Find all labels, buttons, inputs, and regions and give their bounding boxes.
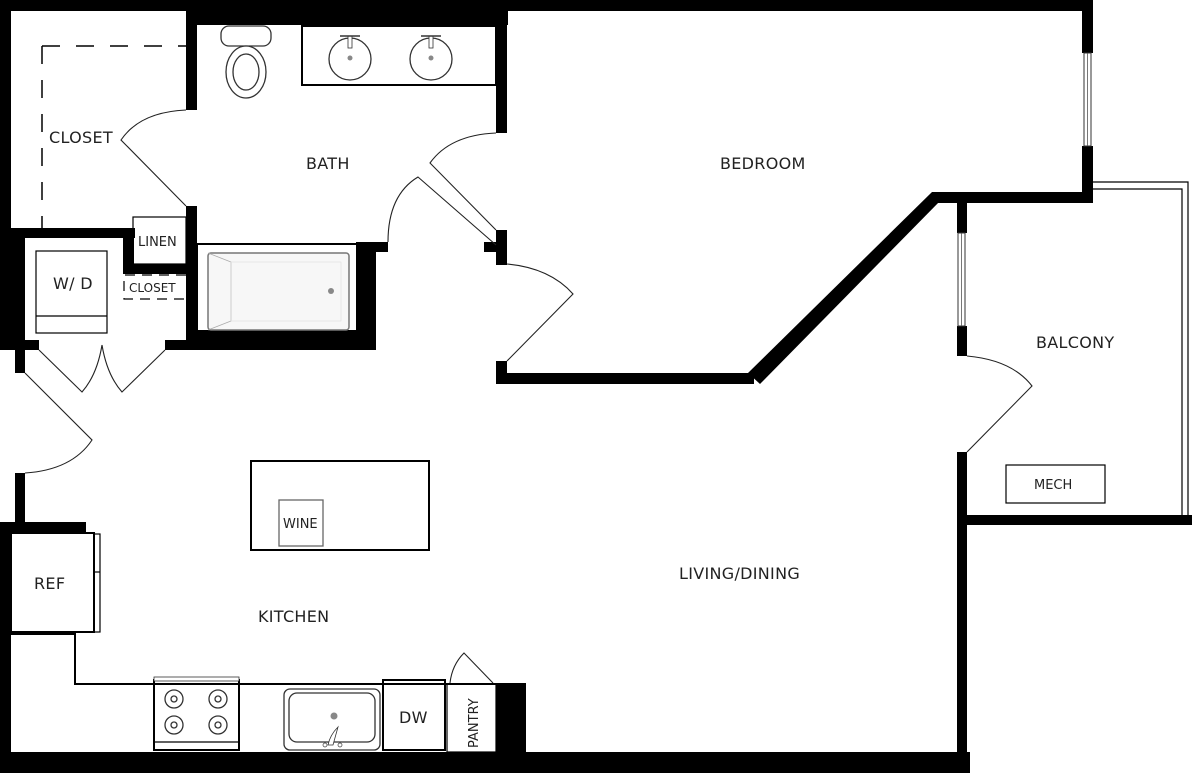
fixture-label-wine: WINE (283, 517, 318, 532)
wall-laundry-bottom-left (15, 340, 39, 350)
dishwasher (382, 679, 446, 751)
wall-pantry-block (496, 683, 526, 773)
wall-linen-bottom (123, 264, 197, 274)
closet-shelf-lines (41, 45, 186, 228)
wall-bedroom-diagonal (748, 192, 941, 384)
wall-kitchen-top-stub (0, 522, 86, 532)
wine-cooler (278, 499, 324, 547)
balcony-railing (1093, 181, 1189, 515)
wall-left-kitchen (0, 522, 11, 773)
wall-closet-bottom (0, 228, 135, 238)
bath-fixtures (196, 25, 497, 339)
wall-bedroom-right-upper (1082, 0, 1093, 53)
fixture-label-refrigerator: REF (34, 574, 65, 593)
vanity-counter (301, 25, 497, 86)
room-label-closet: CLOSET (49, 128, 113, 147)
wall-bedroom-bottom (496, 373, 754, 384)
wall-bedroom-lower-right (932, 192, 1092, 203)
wall-tub-bottom (186, 330, 376, 350)
fixture-label-mech: MECH (1034, 478, 1072, 493)
wall-left-stub (15, 345, 25, 373)
wall-closet-bath-upper (186, 0, 197, 110)
door-bedroom[interactable] (506, 263, 574, 362)
room-label-kitchen: KITCHEN (258, 607, 329, 626)
bathtub-frame (196, 243, 360, 339)
kitchen-sink-drain (330, 712, 338, 720)
wall-bath-bedroom-jog (484, 242, 507, 252)
laundry-fixtures (35, 216, 187, 334)
mech-box (1005, 464, 1106, 504)
faucet-icon (327, 725, 339, 746)
room-label-bedroom: BEDROOM (720, 154, 806, 173)
door-entry[interactable] (24, 372, 93, 474)
door-laundry-left[interactable] (38, 344, 103, 393)
wall-bath-bedroom-upper (496, 0, 507, 133)
sink-right-drain (428, 55, 434, 61)
small-closet-box (123, 274, 186, 300)
wall-balcony-left-mid (957, 326, 967, 356)
wall-living-right (957, 452, 967, 773)
linen-box (132, 216, 187, 265)
wall-left-laundry (0, 228, 25, 350)
wall-left-upper (0, 0, 11, 350)
wall-balcony-bottom (957, 515, 1192, 525)
wall-balcony-left-top (957, 200, 967, 233)
pantry-box (446, 683, 497, 753)
fixture-label-washer-dryer: W/ D (53, 274, 93, 293)
wall-laundry-bottom-right (165, 340, 197, 350)
fixture-label-dishwasher: DW (399, 708, 428, 727)
room-label-balcony: BALCONY (1036, 333, 1114, 352)
bathtub-drain (328, 288, 334, 294)
toilet-seat (232, 53, 260, 91)
wall-tub-right (356, 242, 376, 350)
door-bedroom-bath[interactable] (429, 132, 497, 231)
burner-icons (164, 689, 228, 735)
wall-tub-top-right (356, 242, 388, 252)
wall-bottom (0, 752, 970, 773)
room-label-living-dining: LIVING/DINING (679, 564, 800, 583)
wall-top-bedroom (496, 0, 1092, 11)
toilet-tank (220, 25, 272, 47)
door-closet[interactable] (120, 109, 187, 207)
room-label-bath: BATH (306, 154, 350, 173)
door-balcony[interactable] (966, 355, 1033, 453)
fixture-label-closet-small: CLOSET (129, 281, 176, 295)
wall-linen-left (123, 228, 134, 268)
door-pantry[interactable] (449, 652, 494, 684)
door-bath[interactable] (387, 176, 497, 246)
fixture-label-linen: LINEN (138, 235, 177, 250)
sink-left-drain (347, 55, 353, 61)
wall-bedroom-door-stub (496, 361, 507, 383)
wall-left-lower (15, 473, 25, 528)
wall-bedroom-right-lower (1082, 146, 1093, 203)
door-laundry-right[interactable] (101, 344, 166, 393)
bathtub (207, 252, 350, 331)
labels: CLOSET BATH BEDROOM BALCONY LIVING/DININ… (34, 128, 1114, 748)
washer-dryer-box (35, 250, 108, 334)
wall-top-bath (186, 0, 508, 25)
range (153, 679, 240, 751)
kitchen-island (250, 460, 430, 551)
fixture-label-pantry: PANTRY (467, 698, 482, 748)
doors (24, 109, 1033, 684)
kitchen-fixtures (10, 460, 497, 753)
windows (957, 52, 1092, 327)
